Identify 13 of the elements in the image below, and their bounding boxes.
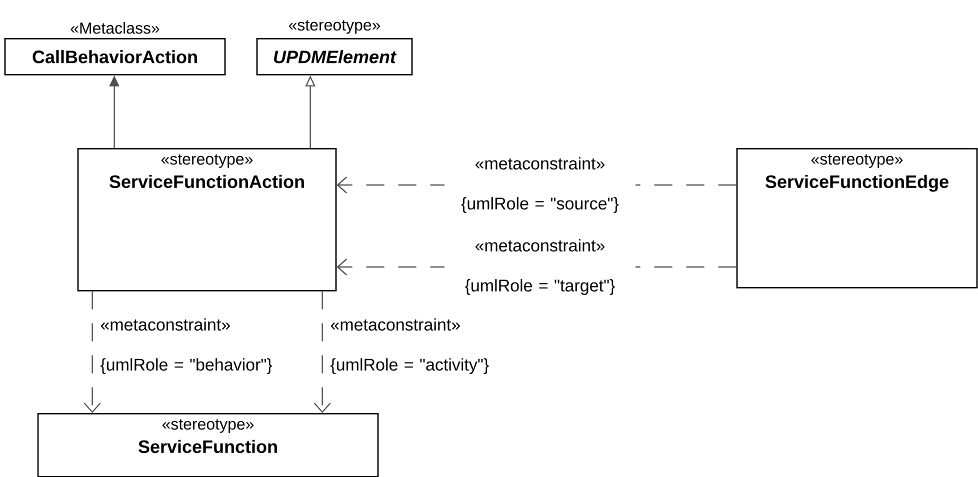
class-box: «stereotype» UPDMElement xyxy=(256,20,413,76)
class-box: «Metaclass» CallBehaviorAction xyxy=(4,22,226,76)
node-label: «stereotype» xyxy=(288,20,380,34)
node-label: «Metaclass» xyxy=(70,22,160,34)
class-box: «stereotype» ServiceFunction xyxy=(37,413,379,477)
edge-label: «metaconstraint» {umlRole = "source"} xyxy=(444,155,636,215)
arrow xyxy=(84,291,101,413)
arrow xyxy=(314,291,331,413)
edge-label: «metaconstraint» {umlRole = "activity"} xyxy=(330,318,489,374)
edge-label: «metaconstraint» {umlRole = "target"} xyxy=(444,237,636,297)
edge-label: «metaconstraint» {umlRole = "behavior"} xyxy=(100,318,272,374)
class-box: «stereotype» ServiceFunctionEdge xyxy=(736,148,978,288)
class-box: «stereotype» ServiceFunctionAction xyxy=(77,148,337,292)
